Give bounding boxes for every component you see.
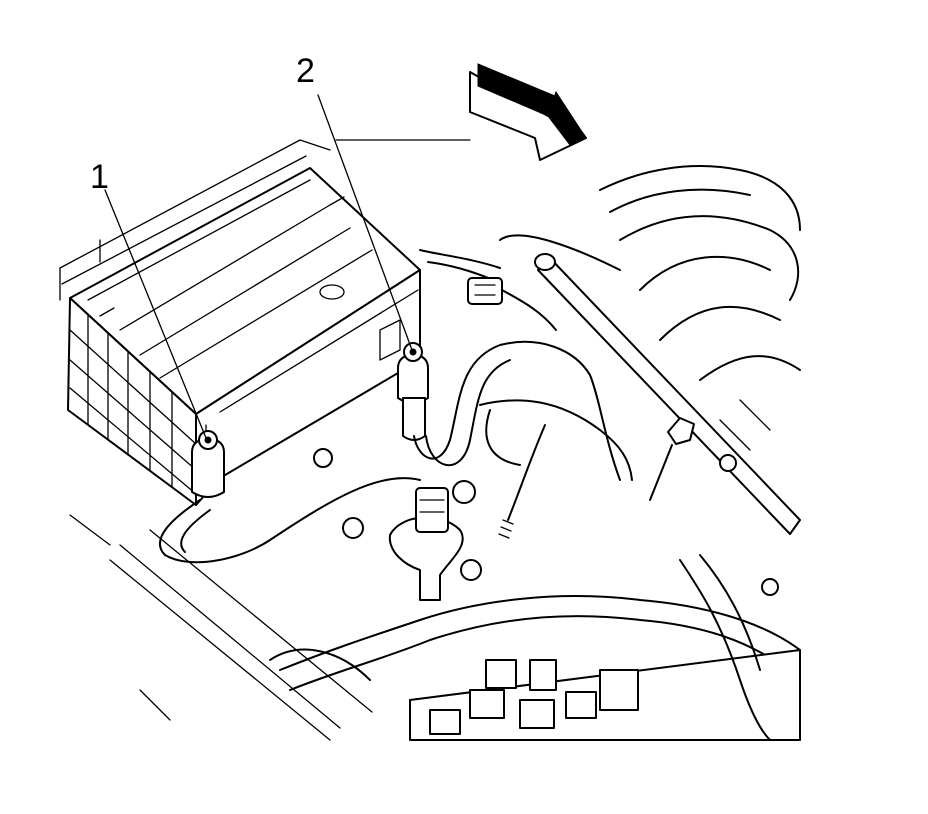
intake-manifold <box>499 165 801 535</box>
underhood-fuse-block <box>279 554 801 741</box>
battery-cables <box>159 340 633 564</box>
negative-terminal <box>191 430 225 498</box>
positive-terminal <box>397 342 429 441</box>
frame-rails <box>69 514 373 741</box>
center-bracket <box>388 487 464 601</box>
callout-1: 1 <box>90 158 109 196</box>
mounting-bolts <box>313 417 779 596</box>
leader-line-1 <box>104 189 207 439</box>
battery <box>59 139 471 506</box>
harness-connector <box>419 249 557 331</box>
callout-2: 2 <box>296 52 315 90</box>
ground-wire <box>498 424 546 539</box>
leader-line-2 <box>317 94 413 351</box>
forward-arrow-icon <box>469 63 587 161</box>
